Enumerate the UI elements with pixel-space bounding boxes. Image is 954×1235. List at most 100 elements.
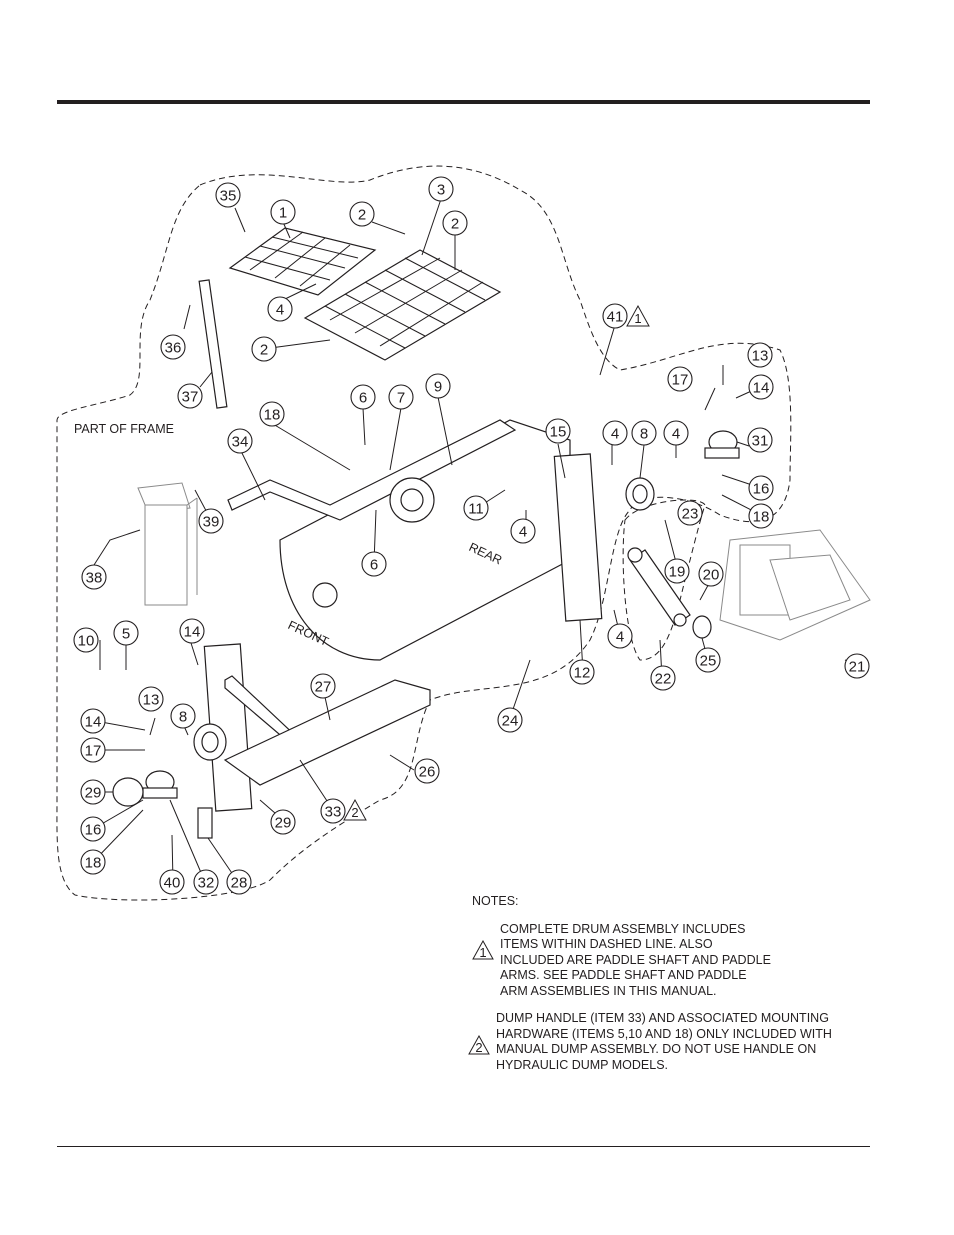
frame-bracket: [137, 482, 198, 606]
callout-circle: [497, 707, 523, 733]
callout-item-29: 29: [270, 809, 296, 835]
drum-assembly-boundary: [56, 165, 792, 901]
callout-item-38: 38: [81, 564, 107, 590]
callout-circle: [267, 296, 293, 322]
notes-section: NOTES: 1 COMPLETE DRUM ASSEMBLY INCLUDES…: [468, 894, 892, 1085]
callout-number: 14: [753, 380, 770, 397]
callout-circle: [80, 708, 106, 734]
callout-number: 35: [220, 188, 237, 205]
end-plate-rear: [553, 453, 603, 622]
note-1-line: COMPLETE DRUM ASSEMBLY INCLUDES: [500, 921, 746, 936]
callout-item-39: 39: [198, 508, 224, 534]
callout-circle: [663, 420, 689, 446]
callout-item-17: 17: [667, 366, 693, 392]
callout-item-13: 13: [747, 342, 773, 368]
callout-number: 21: [849, 659, 866, 676]
mounting-frame: [719, 529, 871, 641]
callout-item-20: 20: [698, 561, 724, 587]
note-1-line: ARM ASSEMBLIES IN THIS MANUAL.: [500, 983, 717, 998]
callout-number: 4: [616, 629, 624, 646]
callout-circle: [350, 384, 376, 410]
callout-circle: [667, 366, 693, 392]
notes-title: NOTES:: [472, 894, 519, 908]
callout-item-37: 37: [177, 383, 203, 409]
cap-29: [112, 777, 144, 807]
callout-item-13: 13: [138, 686, 164, 712]
callout-circle: [602, 303, 628, 329]
callout-item-4: 4: [607, 623, 633, 649]
callout-number: 34: [232, 434, 249, 451]
callout-number: 7: [397, 390, 405, 407]
callout-number: 8: [179, 709, 187, 726]
callout-circle: [631, 420, 657, 446]
callout-circle: [510, 518, 536, 544]
callout-item-16: 16: [748, 475, 774, 501]
callout-number: 1: [279, 205, 287, 222]
callout-number: 38: [86, 570, 103, 587]
note-2-line: MANUAL DUMP ASSEMBLY. DO NOT USE HANDLE …: [496, 1042, 817, 1056]
bearing-31: [704, 430, 740, 459]
callout-item-8: 8: [631, 420, 657, 446]
callout-circle: [270, 809, 296, 835]
callout-number: 17: [85, 743, 102, 760]
flange-8-front: [193, 723, 227, 761]
callout-circle: [695, 647, 721, 673]
callout-circle: [310, 673, 336, 699]
callout-circle: [80, 816, 106, 842]
callout-number: 14: [85, 714, 102, 731]
callout-number: 20: [703, 567, 720, 584]
callout-circle: [748, 374, 774, 400]
callout-circle: [425, 373, 451, 399]
svg-text:1: 1: [479, 945, 486, 960]
callout-circle: [664, 558, 690, 584]
callout-item-14: 14: [179, 618, 205, 644]
callout-number: 24: [502, 713, 519, 730]
callout-number: 28: [231, 875, 248, 892]
part-of-frame-label: PART OF FRAME: [74, 422, 174, 436]
callout-item-33: 33: [320, 798, 346, 824]
callout-number: 9: [434, 379, 442, 396]
callout-number: 16: [85, 822, 102, 839]
callout-circle: [226, 869, 252, 895]
footer-rule: [57, 1146, 870, 1147]
callout-circle: [414, 758, 440, 784]
callout-number: 4: [519, 524, 527, 541]
note-1: 1 COMPLETE DRUM ASSEMBLY INCLUDES ITEMS …: [472, 922, 892, 1000]
callout-number: 12: [574, 665, 591, 682]
callout-number: 2: [358, 207, 366, 224]
callout-circle: [80, 779, 106, 805]
callout-circle: [428, 176, 454, 202]
callout-number: 4: [672, 426, 680, 443]
callout-number: 2: [451, 216, 459, 233]
callout-item-11: 11: [463, 495, 489, 521]
svg-text:1: 1: [634, 311, 641, 326]
callout-item-4: 4: [267, 296, 293, 322]
callout-number: 18: [264, 407, 281, 424]
note-2-line: HARDWARE (ITEMS 5,10 AND 18) ONLY INCLUD…: [496, 1026, 832, 1041]
callout-circle: [748, 503, 774, 529]
callout-circle: [748, 475, 774, 501]
callout-circle: [545, 418, 571, 444]
callout-circle: [349, 201, 375, 227]
callout-item-4: 4: [510, 518, 536, 544]
callout-circle: [463, 495, 489, 521]
callout-circle: [198, 508, 224, 534]
screen-1: [228, 227, 377, 296]
callout-circle: [747, 342, 773, 368]
callout-number: 14: [184, 624, 201, 641]
callout-item-6: 6: [361, 551, 387, 577]
callout-number: 37: [182, 389, 199, 406]
callout-circle: [747, 427, 773, 453]
callout-circle: [602, 420, 628, 446]
callout-item-10: 10: [73, 627, 99, 653]
callout-number: 8: [640, 426, 648, 443]
callout-circle: [138, 686, 164, 712]
callout-item-22: 22: [650, 665, 676, 691]
callout-circle: [251, 336, 277, 362]
callout-circle: [179, 618, 205, 644]
callout-item-35: 35: [215, 182, 241, 208]
callout-number: 6: [359, 390, 367, 407]
callout-item-41: 41: [602, 303, 628, 329]
callout-item-28: 28: [226, 869, 252, 895]
callout-number: 32: [198, 875, 215, 892]
